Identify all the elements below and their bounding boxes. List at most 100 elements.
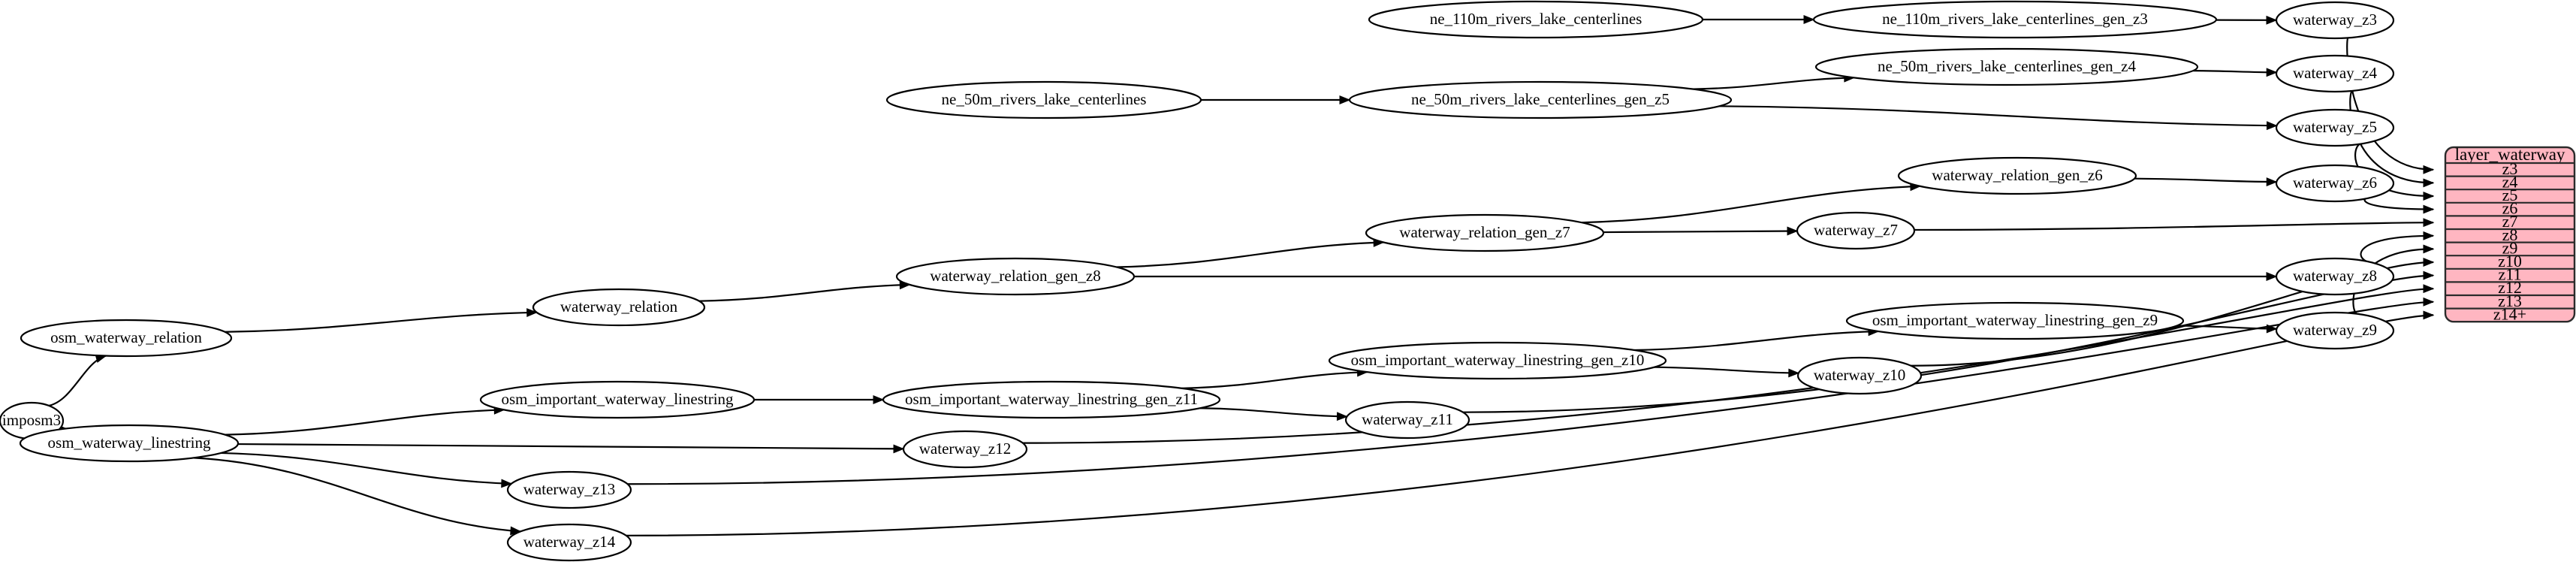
layer-waterway-table: layer_waterwayz3z4z5z6z7z8z9z10z11z12z13… — [2444, 145, 2576, 324]
layer-waterway-record[interactable]: layer_waterwayz3z4z5z6z7z8z9z10z11z12z13… — [2444, 145, 2576, 324]
graph-node-waterway-z3[interactable]: waterway_z3 — [2275, 1, 2395, 40]
graph-node-ne-50m-rivers-lake-centerlines-gen-z5[interactable]: ne_50m_rivers_lake_centerlines_gen_z5 — [1348, 80, 1733, 119]
graph-node-label: waterway_z4 — [2293, 64, 2377, 82]
graph-edge — [221, 452, 513, 488]
graph-node-waterway-z9[interactable]: waterway_z9 — [2275, 311, 2395, 350]
graph-node-ne-50m-rivers-lake-centerlines-gen-z4[interactable]: ne_50m_rivers_lake_centerlines_gen_z4 — [1814, 47, 2199, 86]
graph-node-ne-50m-rivers-lake-centerlines[interactable]: ne_50m_rivers_lake_centerlines — [885, 80, 1202, 119]
graph-node-label: osm_important_waterway_linestring — [501, 390, 734, 408]
graph-edge — [1201, 95, 1351, 104]
graph-edge — [225, 405, 505, 436]
graph-edge — [193, 457, 522, 536]
graph-node-label: osm_waterway_linestring — [48, 434, 211, 452]
graph-edge — [1116, 237, 1385, 268]
graph-node-osm-important-waterway-linestring-gen-z11[interactable]: osm_important_waterway_linestring_gen_z1… — [882, 380, 1221, 419]
layer-waterway-row-z7[interactable]: z7 — [2502, 212, 2518, 231]
graph-node-label: ne_50m_rivers_lake_centerlines_gen_z5 — [1411, 90, 1670, 108]
graph-node-label: waterway_z13 — [523, 480, 615, 498]
layer-waterway-row-z4[interactable]: z4 — [2502, 172, 2518, 191]
graph-node-waterway-z11[interactable]: waterway_z11 — [1344, 400, 1470, 440]
graph-node-label: imposm3 — [2, 411, 61, 429]
graph-node-label: waterway_z9 — [2293, 321, 2377, 339]
graph-edge — [2360, 231, 2435, 264]
graph-node-label: waterway_z8 — [2293, 267, 2377, 285]
graph-node-osm-waterway-relation[interactable]: osm_waterway_relation — [20, 319, 233, 358]
graph-node-waterway-relation-gen-z7[interactable]: waterway_relation_gen_z7 — [1365, 213, 1605, 252]
graph-node-waterway-z12[interactable]: waterway_z12 — [902, 430, 1028, 469]
graph-node-waterway-z6[interactable]: waterway_z6 — [2275, 164, 2395, 203]
graph-edge — [1914, 218, 2435, 231]
layer-waterway-row-z13[interactable]: z13 — [2498, 292, 2522, 310]
graph-edge — [48, 354, 107, 406]
layer-waterway-row-z3[interactable]: z3 — [2502, 159, 2518, 178]
graph-node-waterway-relation-gen-z8[interactable]: waterway_relation_gen_z8 — [895, 257, 1136, 296]
graph-edge — [1181, 367, 1368, 389]
graph-edge — [1134, 272, 2278, 281]
graph-node-label: waterway_relation — [560, 298, 678, 316]
graph-node-osm-important-waterway-linestring[interactable]: osm_important_waterway_linestring — [479, 380, 756, 419]
graph-edge — [1703, 15, 1815, 24]
layer-waterway-row-z6[interactable]: z6 — [2502, 199, 2518, 218]
graph-node-label: osm_important_waterway_linestring_gen_z1… — [905, 390, 1198, 408]
layer-waterway-row-z5[interactable]: z5 — [2502, 186, 2518, 204]
graph-edge — [1719, 105, 2278, 131]
graph-edge — [698, 280, 911, 302]
graph-node-waterway-z5[interactable]: waterway_z5 — [2275, 108, 2395, 147]
graph-edge — [1022, 284, 2435, 444]
graph-node-osm-waterway-linestring[interactable]: osm_waterway_linestring — [19, 424, 240, 463]
graph-edge — [237, 443, 905, 454]
graph-edge — [1603, 226, 1799, 236]
graph-node-ne-110m-rivers-lake-centerlines[interactable]: ne_110m_rivers_lake_centerlines — [1368, 0, 1704, 39]
edge-layer — [48, 15, 2435, 536]
graph-edge — [754, 395, 885, 404]
graph-edge — [2346, 37, 2435, 174]
graph-node-waterway-z4[interactable]: waterway_z4 — [2275, 54, 2395, 93]
graph-node-label: waterway_relation_gen_z8 — [930, 267, 1100, 285]
graph-node-osm-important-waterway-linestring-gen-z10[interactable]: osm_important_waterway_linestring_gen_z1… — [1328, 341, 1667, 380]
layer-waterway-row-z10[interactable]: z10 — [2498, 252, 2522, 270]
graph-node-waterway-z8[interactable]: waterway_z8 — [2275, 257, 2395, 296]
graph-edge — [2193, 68, 2278, 77]
graph-node-label: ne_50m_rivers_lake_centerlines — [942, 90, 1147, 108]
graph-node-waterway-z13[interactable]: waterway_z13 — [506, 470, 632, 509]
graph-node-waterway-z14[interactable]: waterway_z14 — [506, 523, 632, 562]
graph-node-label: waterway_z7 — [1814, 221, 1898, 239]
graph-node-label: ne_110m_rivers_lake_centerlines_gen_z3 — [1882, 10, 2148, 28]
layer-waterway-row-z11[interactable]: z11 — [2499, 265, 2522, 284]
layer-waterway-row-z8[interactable]: z8 — [2502, 225, 2518, 244]
graph-node-label: waterway_relation_gen_z6 — [1932, 166, 2102, 184]
graph-node-label: ne_110m_rivers_lake_centerlines — [1430, 10, 1642, 28]
graph-edge — [1199, 407, 1348, 421]
graph-edge — [2134, 177, 2278, 186]
node-layer: imposm3 osm_waterway_relation osm_waterway… — [0, 0, 2395, 562]
graph-edge — [1654, 366, 1800, 378]
graph-node-waterway-z10[interactable]: waterway_z10 — [1796, 356, 1923, 395]
graph-node-label: osm_important_waterway_linestring_gen_z9 — [1872, 311, 2158, 329]
graph-node-waterway-relation-gen-z6[interactable]: waterway_relation_gen_z6 — [1897, 156, 2137, 195]
graph-node-label: waterway_z5 — [2293, 118, 2377, 136]
graph-node-waterway-z7[interactable]: waterway_z7 — [1796, 211, 1916, 250]
graph-node-label: waterway_z6 — [2293, 174, 2377, 192]
graph-node-label: waterway_z14 — [523, 533, 616, 551]
graph-node-label: waterway_z3 — [2293, 11, 2377, 29]
graph-node-label: waterway_z12 — [919, 440, 1011, 458]
graph-node-waterway-relation[interactable]: waterway_relation — [532, 288, 706, 327]
graph-node-label: waterway_relation_gen_z7 — [1399, 223, 1570, 241]
graph-edge — [2216, 15, 2278, 25]
layer-waterway-row-z12[interactable]: z12 — [2498, 278, 2522, 297]
graph-node-ne-110m-rivers-lake-centerlines-gen-z3[interactable]: ne_110m_rivers_lake_centerlines_gen_z3 — [1812, 0, 2218, 39]
layer-waterway-row-z9[interactable]: z9 — [2502, 238, 2518, 257]
graph-node-imposm3[interactable]: imposm3 — [0, 401, 65, 440]
layer-waterway-row-z14+[interactable]: z14+ — [2493, 304, 2526, 323]
graph-node-osm-important-waterway-linestring-gen-z9[interactable]: osm_important_waterway_linestring_gen_z9 — [1845, 301, 2185, 340]
layer-waterway-header: layer_waterway — [2455, 145, 2565, 164]
graph-edge — [225, 308, 538, 333]
graph-node-label: ne_50m_rivers_lake_centerlines_gen_z4 — [1878, 57, 2137, 75]
graph-node-label: osm_waterway_relation — [50, 328, 202, 346]
graph-edge — [1633, 327, 1880, 352]
graph-node-label: waterway_z11 — [1362, 410, 1453, 428]
graph-node-label: waterway_z10 — [1814, 366, 1905, 384]
graph-edge — [1693, 73, 1856, 90]
